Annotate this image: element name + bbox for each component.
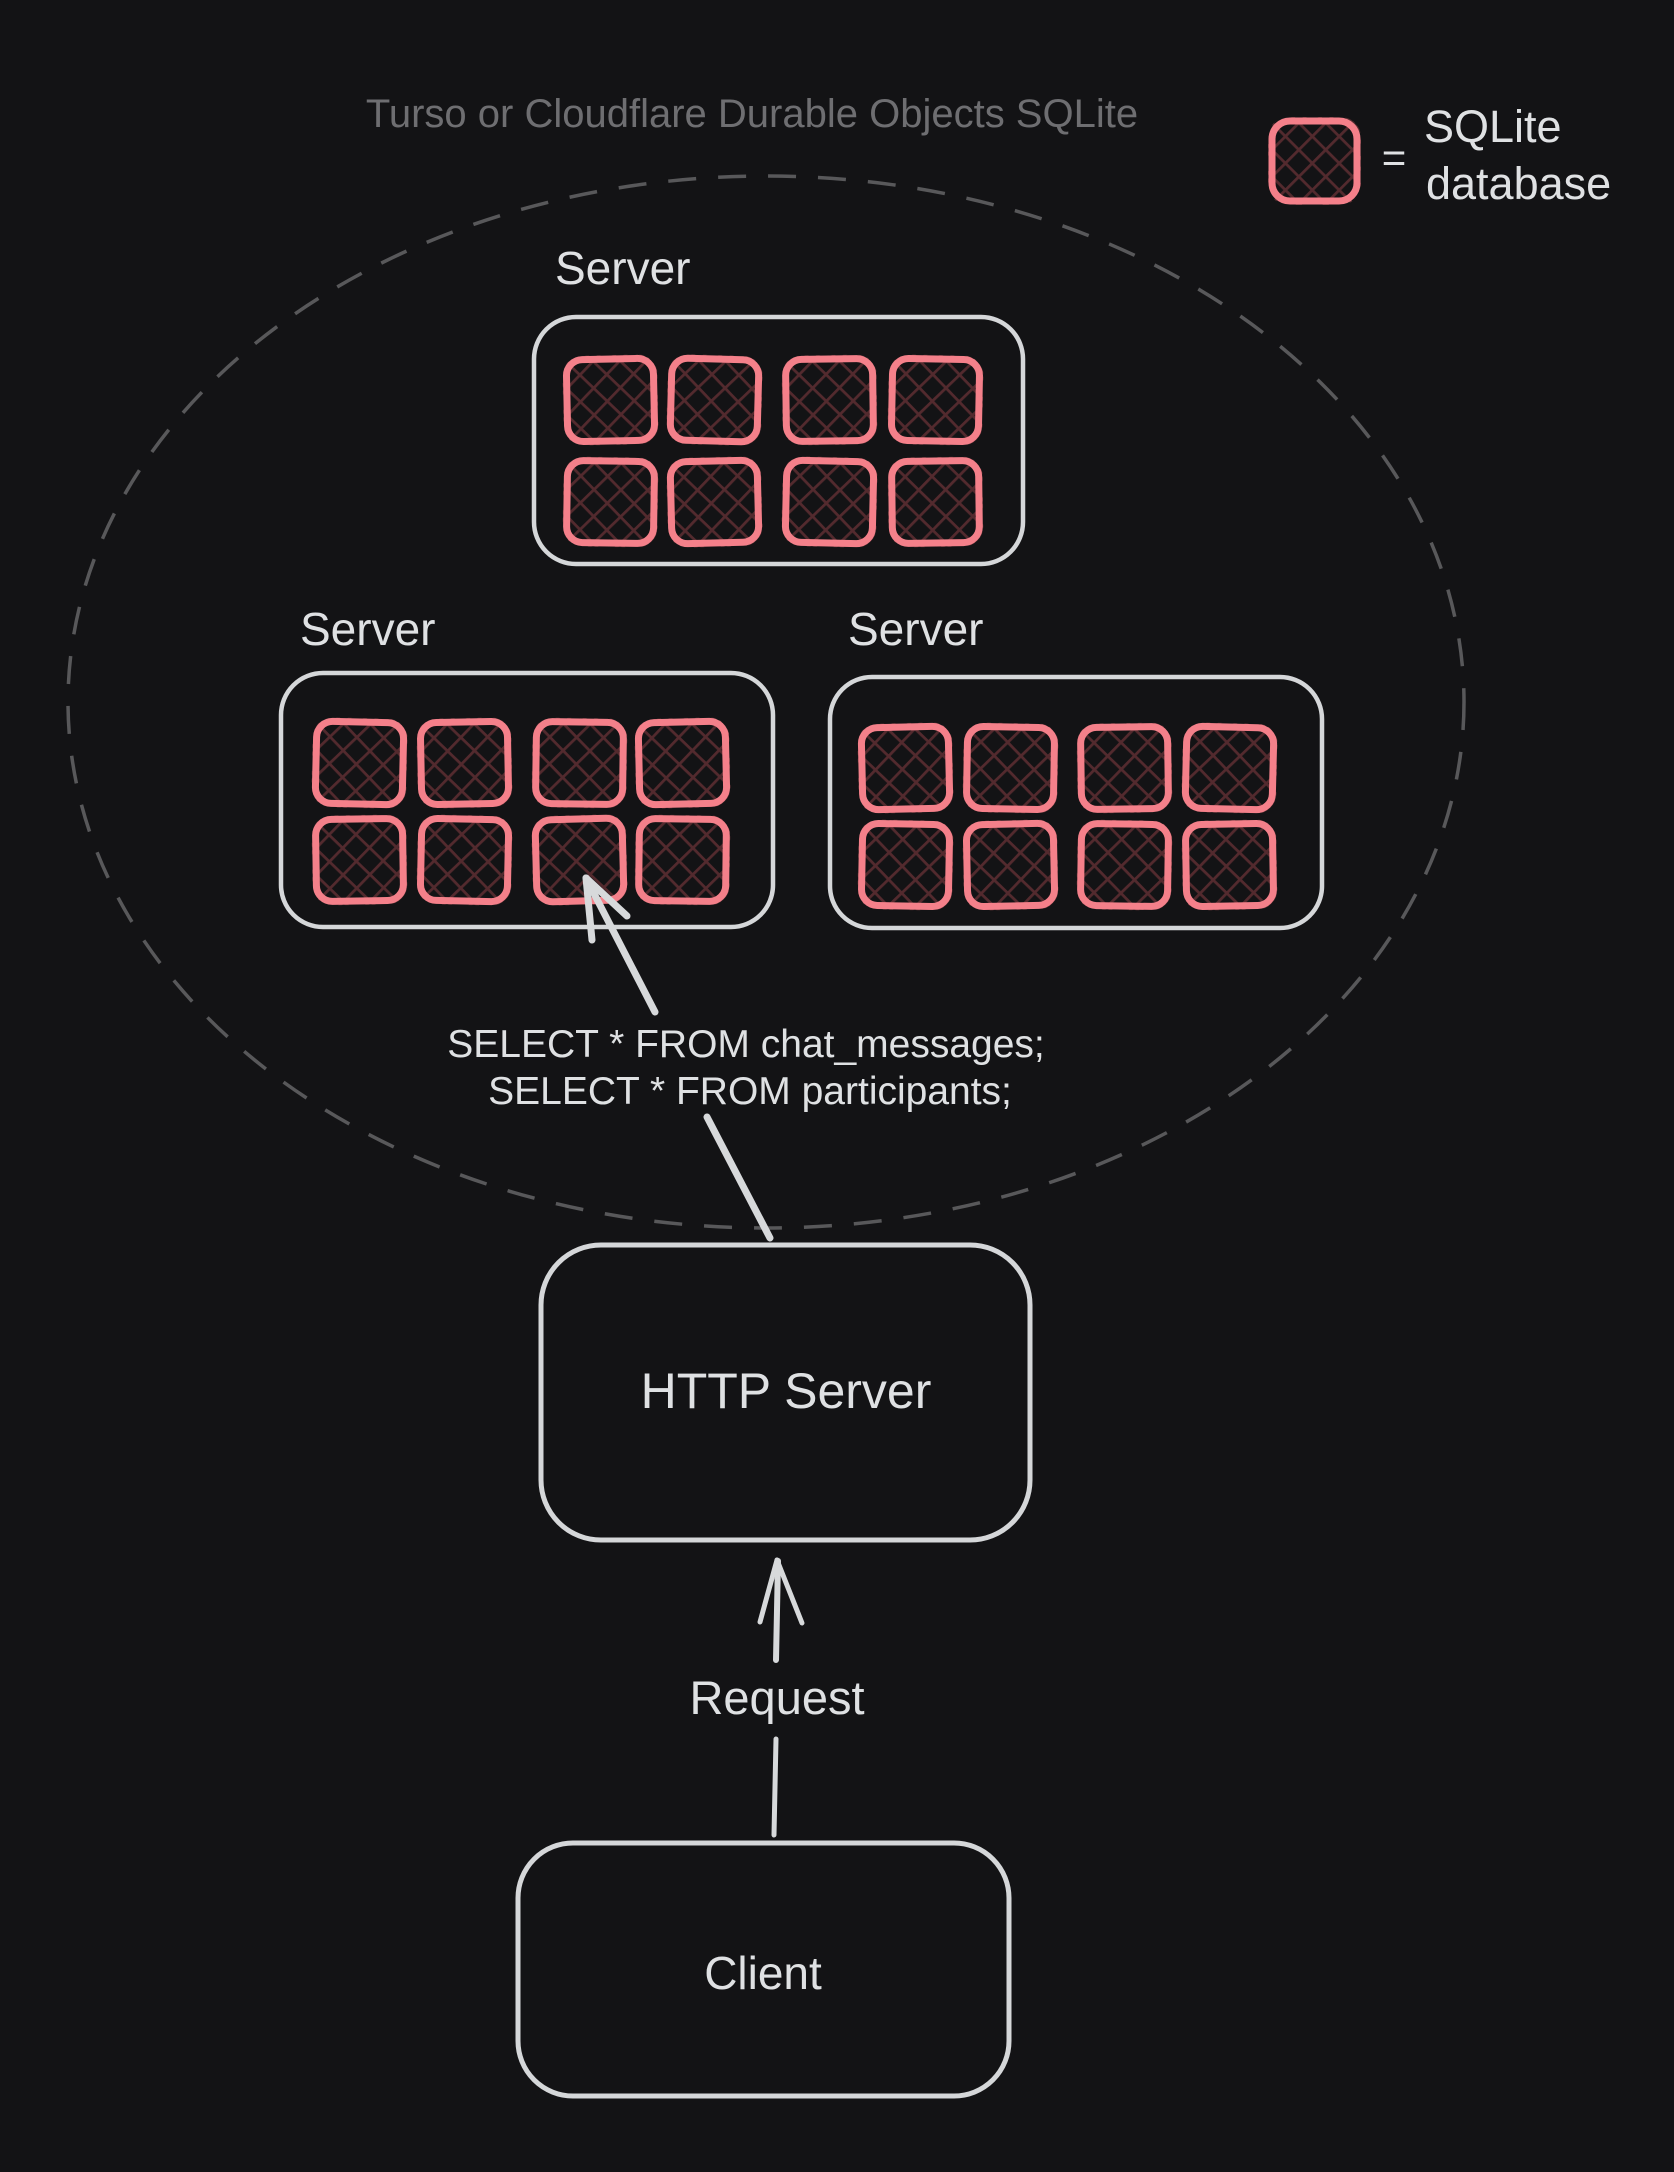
svg-text:Request: Request	[689, 1671, 864, 1724]
svg-text:SELECT * FROM participants;: SELECT * FROM participants;	[488, 1070, 1012, 1113]
svg-text:Turso or Cloudflare Durable Ob: Turso or Cloudflare Durable Objects SQLi…	[366, 92, 1138, 136]
svg-text:Client: Client	[704, 1947, 822, 1999]
svg-text:SQLite: SQLite	[1424, 101, 1562, 152]
svg-text:database: database	[1426, 158, 1611, 209]
svg-text:=: =	[1382, 134, 1407, 181]
svg-text:Server: Server	[848, 603, 983, 655]
svg-text:SELECT * FROM chat_messages;: SELECT * FROM chat_messages;	[447, 1023, 1045, 1066]
svg-text:Server: Server	[300, 603, 435, 655]
svg-text:Server: Server	[555, 242, 690, 294]
svg-text:HTTP Server: HTTP Server	[641, 1363, 932, 1419]
